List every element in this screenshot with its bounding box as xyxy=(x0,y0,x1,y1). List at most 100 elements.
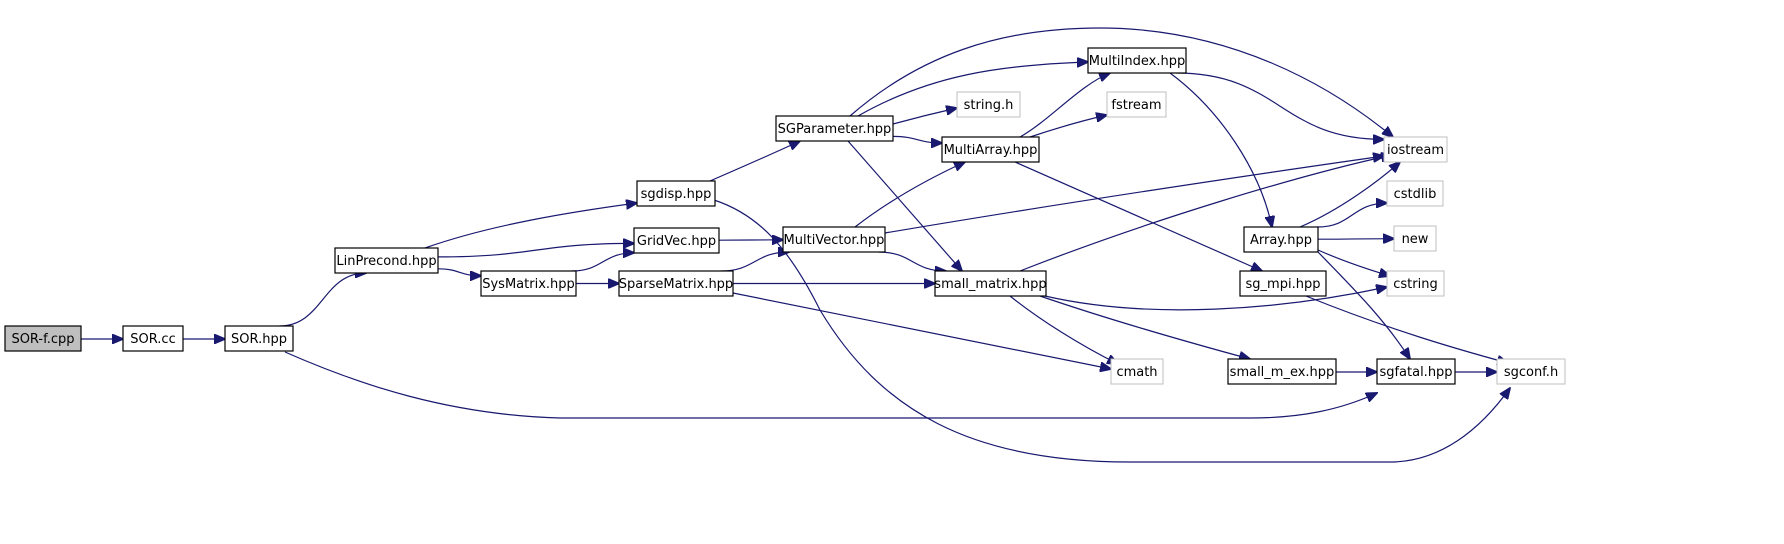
node-label: small_matrix.hpp xyxy=(934,277,1046,292)
node-linprecond-hpp[interactable]: LinPrecond.hpp xyxy=(334,247,439,274)
edge-array-hpp-to-cstdlib xyxy=(1317,203,1387,228)
node-label: string.h xyxy=(964,98,1014,113)
node-label: SOR-f.cpp xyxy=(11,332,74,347)
node-gridvec-hpp[interactable]: GridVec.hpp xyxy=(633,227,720,254)
node-box xyxy=(1393,225,1437,252)
node-sgparameter-hpp[interactable]: SGParameter.hpp xyxy=(775,115,894,142)
edge-sgparameter-hpp-to-string-h xyxy=(892,108,957,125)
node-multiindex-hpp[interactable]: MultiIndex.hpp xyxy=(1087,47,1187,74)
node-box xyxy=(480,270,577,297)
node-sor-hpp[interactable]: SOR.hpp xyxy=(224,325,294,352)
node-label: sg_mpi.hpp xyxy=(1246,277,1321,292)
node-box xyxy=(782,226,886,253)
node-label: sgfatal.hpp xyxy=(1379,365,1452,380)
edge-sgparameter-hpp-to-iostream xyxy=(849,27,1393,137)
node-small-m-ex-hpp[interactable]: small_m_ex.hpp xyxy=(1227,358,1337,385)
edge-sgparameter-hpp-to-multiindex-hpp xyxy=(857,62,1088,117)
node-sor-cc[interactable]: SOR.cc xyxy=(122,325,184,352)
node-label: MultiIndex.hpp xyxy=(1089,54,1185,69)
edge-linprecond-hpp-to-gridvec-hpp xyxy=(437,243,634,258)
node-sgconf-h: sgconf.h xyxy=(1496,358,1566,385)
edge-multiindex-hpp-to-array-hpp xyxy=(1169,72,1272,227)
node-cstdlib: cstdlib xyxy=(1386,180,1444,207)
node-box xyxy=(956,91,1021,118)
node-sgdisp-hpp[interactable]: sgdisp.hpp xyxy=(636,180,716,207)
edge-multiindex-hpp-to-iostream xyxy=(1176,72,1384,139)
node-small-matrix-hpp[interactable]: small_matrix.hpp xyxy=(934,270,1047,297)
node-cstring: cstring xyxy=(1386,270,1445,297)
edge-sg-mpi-hpp-to-sgconf-h xyxy=(1305,295,1508,363)
edge-sgdisp-hpp-to-sgparameter-hpp xyxy=(709,141,800,182)
edge-array-hpp-to-sgfatal-hpp xyxy=(1317,251,1410,359)
node-label: cstdlib xyxy=(1394,187,1437,202)
node-sysmatrix-hpp[interactable]: SysMatrix.hpp xyxy=(480,270,577,297)
edge-multiarray-hpp-to-sg-mpi-hpp xyxy=(1014,161,1262,271)
node-box xyxy=(1239,270,1327,297)
node-fstream: fstream xyxy=(1106,91,1167,118)
node-label: LinPrecond.hpp xyxy=(336,254,436,269)
node-multiarray-hpp[interactable]: MultiArray.hpp xyxy=(941,136,1040,163)
node-box xyxy=(941,136,1040,163)
node-sparsematrix-hpp[interactable]: SparseMatrix.hpp xyxy=(618,270,734,297)
node-label: sgdisp.hpp xyxy=(641,187,712,202)
node-label: SysMatrix.hpp xyxy=(482,277,575,292)
node-label: SOR.cc xyxy=(130,332,175,347)
node-box xyxy=(1227,358,1337,385)
node-new: new xyxy=(1393,225,1437,252)
node-box xyxy=(1386,270,1445,297)
node-box xyxy=(1383,136,1448,163)
node-box xyxy=(122,325,184,352)
node-array-hpp[interactable]: Array.hpp xyxy=(1243,226,1319,253)
node-box xyxy=(633,227,720,254)
node-sg-mpi-hpp[interactable]: sg_mpi.hpp xyxy=(1239,270,1327,297)
node-label: Array.hpp xyxy=(1250,233,1312,248)
node-box xyxy=(1376,358,1456,385)
nodes-layer: SOR-f.cpp SOR.cc SOR.hpp LinPrecond.hppSysM… xyxy=(4,47,1566,385)
node-box xyxy=(775,115,894,142)
node-label: small_m_ex.hpp xyxy=(1230,365,1335,380)
node-box xyxy=(1243,226,1319,253)
node-label: GridVec.hpp xyxy=(637,234,716,249)
edge-sor-hpp-to-linprecond-hpp xyxy=(279,273,366,327)
node-label: MultiVector.hpp xyxy=(784,233,885,248)
node-box xyxy=(636,180,716,207)
edge-multiarray-hpp-to-fstream xyxy=(1029,115,1107,138)
node-box xyxy=(1386,180,1444,207)
node-box xyxy=(1087,47,1187,74)
node-sgfatal-hpp[interactable]: sgfatal.hpp xyxy=(1376,358,1456,385)
edge-sgparameter-hpp-to-multiarray-hpp xyxy=(892,135,942,143)
edge-small-matrix-hpp-to-small-m-ex-hpp xyxy=(1039,295,1250,359)
node-label: sgconf.h xyxy=(1504,365,1558,380)
node-multivector-hpp[interactable]: MultiVector.hpp xyxy=(782,226,886,253)
edge-sor-hpp-to-sgfatal-hpp xyxy=(284,351,1377,419)
node-sor-f-cpp[interactable]: SOR-f.cpp xyxy=(4,325,82,352)
node-label: cstring xyxy=(1393,277,1437,292)
node-cmath: cmath xyxy=(1110,358,1164,385)
node-label: cmath xyxy=(1116,365,1157,380)
edge-array-hpp-to-cstring xyxy=(1317,249,1390,276)
node-label: iostream xyxy=(1387,143,1444,158)
edge-array-hpp-to-iostream xyxy=(1299,162,1400,228)
node-box xyxy=(4,325,82,352)
node-label: SparseMatrix.hpp xyxy=(619,277,733,292)
node-box xyxy=(1110,358,1164,385)
edge-array-hpp-to-new xyxy=(1317,239,1394,240)
edge-linprecond-hpp-to-sysmatrix-hpp xyxy=(437,268,481,276)
node-label: SOR.hpp xyxy=(231,332,287,347)
node-label: SGParameter.hpp xyxy=(778,122,892,137)
node-box xyxy=(1106,91,1167,118)
edge-multivector-hpp-to-small-matrix-hpp xyxy=(878,251,947,271)
edge-sparsematrix-hpp-to-multivector-hpp xyxy=(720,252,789,272)
node-string-h: string.h xyxy=(956,91,1021,118)
edge-sysmatrix-hpp-to-gridvec-hpp xyxy=(571,253,635,272)
node-box xyxy=(934,270,1047,297)
node-label: fstream xyxy=(1111,98,1161,113)
node-label: new xyxy=(1402,232,1429,247)
node-box xyxy=(1496,358,1566,385)
edge-small-matrix-hpp-to-iostream xyxy=(1019,155,1392,272)
node-box xyxy=(618,270,734,297)
edge-small-matrix-hpp-to-cstring xyxy=(1044,287,1387,311)
edge-small-matrix-hpp-to-cmath xyxy=(1009,295,1118,364)
edge-multivector-hpp-to-multiarray-hpp xyxy=(854,162,965,228)
